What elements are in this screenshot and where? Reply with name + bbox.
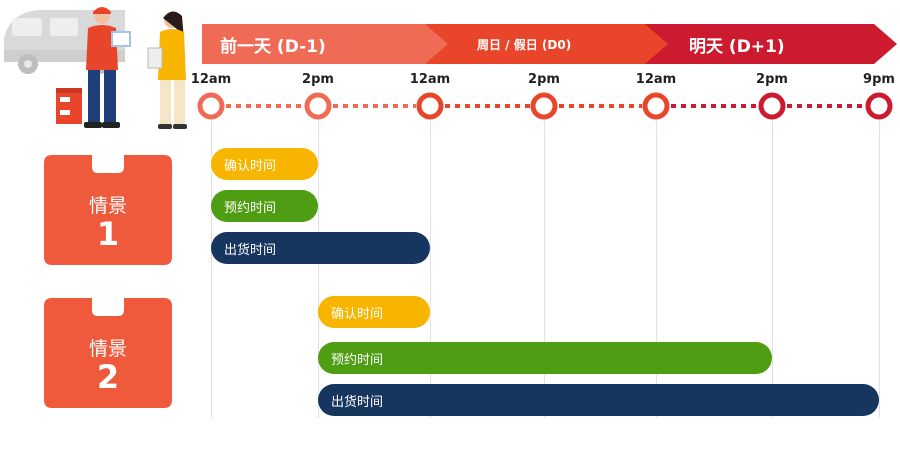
timeline-node xyxy=(197,92,225,120)
phase-banner-d-plus-1: 明天 (D+1) xyxy=(645,24,897,64)
grid-line xyxy=(879,118,880,418)
phase-label: 明天 (D+1) xyxy=(689,36,785,57)
tick-label: 9pm xyxy=(863,72,895,87)
grid-line xyxy=(318,118,319,418)
grid-line xyxy=(211,118,212,418)
timeline xyxy=(197,92,893,120)
arrow-shape xyxy=(202,24,452,64)
grid-line xyxy=(544,118,545,418)
bar-shipping-time: 出货时间 xyxy=(318,384,879,416)
bar-confirm-time: 确认时间 xyxy=(211,148,318,180)
scenario-1-card: 情景 1 xyxy=(44,155,172,265)
scenario-2-card: 情景 2 xyxy=(44,298,172,408)
grid-line xyxy=(772,118,773,418)
grid-line xyxy=(656,118,657,418)
timeline-node xyxy=(865,92,893,120)
package-card-shape xyxy=(44,298,172,408)
timeline-node xyxy=(530,92,558,120)
tick-label: 2pm xyxy=(302,72,334,87)
bar-shipping-time: 出货时间 xyxy=(211,232,430,264)
tick-label: 12am xyxy=(190,72,232,87)
scenario-word: 情景 xyxy=(88,338,127,360)
timeline-node xyxy=(642,92,670,120)
courier-icon xyxy=(84,7,131,128)
tick-label: 2pm xyxy=(756,72,788,87)
arrow-shape xyxy=(645,24,897,64)
tick-label: 12am xyxy=(635,72,677,87)
tick-label: 12am xyxy=(409,72,451,87)
phase-label: 周日 / 假日 (D0) xyxy=(477,37,572,52)
bar-appointment-time: 预约时间 xyxy=(211,190,318,222)
timeline-node xyxy=(758,92,786,120)
scenario-number: 1 xyxy=(96,215,120,253)
bar-confirm-time: 确认时间 xyxy=(318,296,430,328)
package-card-shape xyxy=(44,155,172,265)
phase-banner-d0: 周日 / 假日 (D0) xyxy=(425,24,675,64)
timeline-node xyxy=(416,92,444,120)
bar-appointment-time: 预约时间 xyxy=(318,342,772,374)
scenario-word: 情景 xyxy=(88,195,127,217)
delivery-illustration xyxy=(4,7,187,129)
parcel-icon xyxy=(56,88,82,124)
phase-label: 前一天 (D-1) xyxy=(220,36,326,57)
tick-label: 2pm xyxy=(528,72,560,87)
phase-banner-d-minus-1: 前一天 (D-1) xyxy=(202,24,452,64)
timeline-node xyxy=(304,92,332,120)
scenario-number: 2 xyxy=(96,358,120,396)
arrow-shape xyxy=(425,24,675,64)
grid-line xyxy=(430,118,431,418)
customer-icon xyxy=(147,11,187,129)
